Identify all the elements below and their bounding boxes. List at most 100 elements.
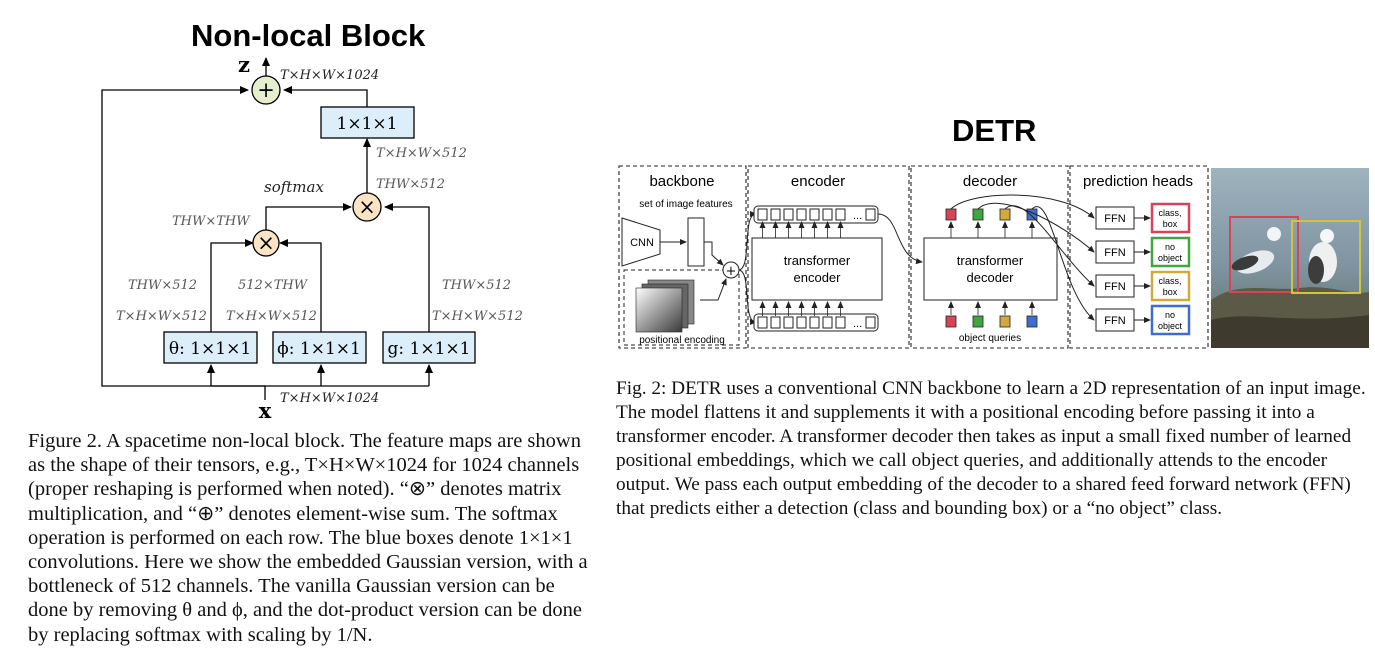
matmul-node-2 (352, 192, 382, 222)
pe-sum-symbol: + (726, 264, 737, 279)
detection-box-yellow (1291, 220, 1361, 294)
times-symbol-2: × (358, 195, 376, 219)
left-figure-heading: Non-local Block (191, 18, 426, 53)
pe-layer-1 (635, 287, 683, 333)
prediction-output-label-2: object (1158, 321, 1183, 331)
dim-phi-in-label: T×H×W×512 (226, 309, 317, 324)
encoder-token (783, 316, 794, 329)
positional-encoding-frame (623, 269, 740, 346)
dim-after-mult-label: T×H×W×512 (376, 146, 467, 161)
feature-map-box (687, 217, 705, 267)
encoder-token (770, 208, 781, 221)
section-title-encoder: encoder (791, 173, 845, 190)
times-symbol-1: × (257, 231, 275, 255)
gull-left-head (1267, 227, 1281, 241)
dim-input-label: T×H×W×1024 (280, 391, 379, 406)
embedding-to-ffn-edge (977, 202, 1095, 253)
encoder-out-ellipsis: ... (853, 210, 862, 222)
encoder-token (865, 208, 876, 221)
output-conv-label: 1×1×1 (337, 114, 398, 134)
encoder-token (809, 208, 820, 221)
encoder-frame (747, 165, 910, 349)
encoder-token (796, 208, 807, 221)
detr-diagram: backbone encoder decoder prediction head… (618, 165, 1369, 349)
dim-mult2-label: THW×512 (376, 177, 445, 192)
section-title-prediction-heads: prediction heads (1083, 173, 1193, 190)
encoder-token (757, 316, 768, 329)
object-queries-label: object queries (959, 333, 1021, 344)
ffn-label: FFN (1104, 281, 1125, 293)
gull-right-wing (1308, 256, 1324, 284)
dim-g-in-label: T×H×W×512 (432, 309, 523, 324)
conv-out-edge (283, 86, 368, 107)
encoder-label-line2: encoder (794, 270, 842, 285)
encoder-token (809, 316, 820, 329)
encoder-token (835, 316, 846, 329)
encoder-label-line1: transformer (784, 253, 851, 268)
attention-edge (265, 203, 352, 230)
theta-conv-label: θ: 1×1×1 (169, 339, 251, 359)
plus-symbol: + (257, 78, 275, 102)
nonlocal-diagram: θ: 1×1×1 ϕ: 1×1×1 g: 1×1×1 1×1×1 + × × z… (101, 52, 523, 423)
dim-phi-top-label: 512×THW (238, 278, 309, 293)
ffn-label: FFN (1104, 213, 1125, 225)
encoder-token-cells (757, 208, 876, 329)
encoder-token (783, 208, 794, 221)
prediction-output-label-1: class, (1158, 208, 1181, 218)
prediction-output-label-2: box (1163, 219, 1178, 229)
matmul-node-1 (252, 229, 280, 257)
decoder-output-embedding (999, 208, 1011, 221)
prediction-output-label-2: box (1163, 287, 1178, 297)
prediction-output-box (1150, 202, 1191, 234)
encoder-in-ellipsis: ... (853, 318, 862, 330)
encoder-token (757, 208, 768, 221)
object-query-token (1026, 315, 1038, 328)
phi-out-edge (279, 239, 322, 332)
decoder-frame (910, 165, 1069, 349)
encoder-token (865, 316, 876, 329)
right-figure-caption: Fig. 2: DETR uses a conventional CNN bac… (616, 378, 1366, 520)
decoder-label-line1: transformer (957, 253, 1024, 268)
prediction-output-box (1150, 304, 1191, 336)
gull-left-wing (1231, 255, 1259, 271)
object-query-token (972, 315, 984, 328)
encoder-token (822, 316, 833, 329)
g-conv-label: g: 1×1×1 (388, 339, 471, 359)
rock-shadow (1211, 315, 1369, 348)
ffn-label: FFN (1104, 247, 1125, 259)
encoder-token (770, 316, 781, 329)
right-figure-heading: DETR (952, 113, 1037, 148)
features-to-sum-edge (704, 241, 724, 266)
phi-conv-box (272, 331, 367, 364)
section-title-decoder: decoder (963, 173, 1017, 190)
prediction-output-box (1150, 236, 1191, 268)
object-query-token (945, 315, 957, 328)
decoder-output-embedding (945, 208, 957, 221)
dim-theta-top-label: THW×512 (128, 278, 197, 293)
pe-to-sum-edge (700, 278, 727, 301)
dim-output-label: T×H×W×1024 (280, 68, 379, 83)
decoder-output-embedding (972, 208, 984, 221)
theta-out-edge (210, 239, 254, 332)
ffn-label: FFN (1104, 315, 1125, 327)
dim-g-top-label: THW×512 (442, 278, 511, 293)
sum-to-encoder-top-edge (738, 211, 757, 271)
embedding-to-ffn-edge (1031, 206, 1095, 321)
encoder-token (796, 316, 807, 329)
prediction-heads-frame (1069, 165, 1209, 349)
output-node-z: z (238, 52, 250, 77)
softmax-label: softmax (264, 178, 324, 196)
detection-box-red (1229, 216, 1299, 293)
prediction-output-label-1: class, (1158, 276, 1181, 286)
encoder-token (835, 208, 846, 221)
prediction-output-label-1: no (1165, 242, 1175, 252)
phi-conv-label: ϕ: 1×1×1 (277, 339, 361, 359)
decoder-query-tokens (945, 208, 1038, 328)
dim-thw-thw-label: THW×THW (172, 214, 251, 229)
g-out-edge (384, 203, 430, 332)
skip-connection-edge (101, 86, 265, 387)
object-query-token (999, 315, 1011, 328)
prediction-output-box (1150, 270, 1191, 302)
